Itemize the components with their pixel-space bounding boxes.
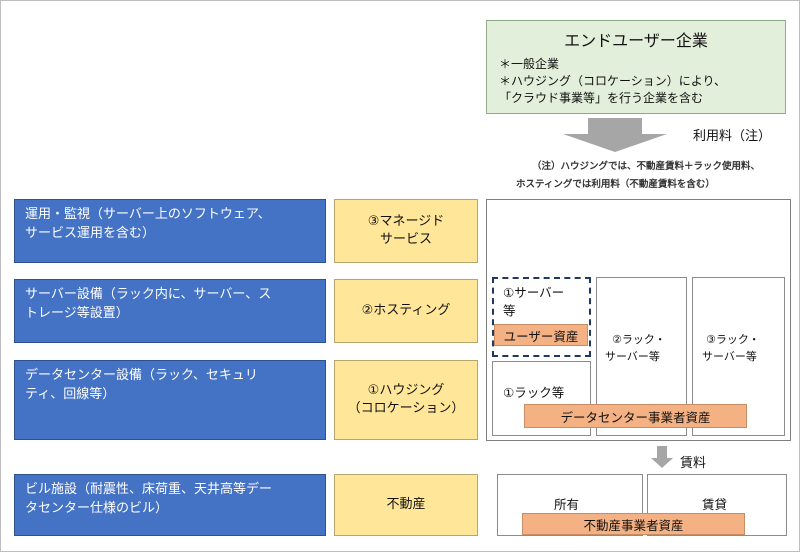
- end-user-title: エンドユーザー企業: [564, 31, 708, 50]
- fee-note-line-2: ホスティングでは利用料（不動産賃料を含む）: [516, 179, 715, 190]
- user-asset-label: ユーザー資産: [494, 324, 588, 346]
- layer-server-line-2: トレージ等設置）: [25, 306, 129, 321]
- user-server-line-2: 等: [503, 303, 516, 318]
- service-hosting-label: ②ホスティング: [361, 303, 451, 318]
- end-user-line-3: 「クラウド事業等」を行う企業を含む: [499, 91, 704, 105]
- layer-datacenter-line-1: データセンター設備（ラック、セキュリ: [25, 368, 258, 383]
- end-user-line-1: ＊一般企業: [499, 57, 560, 71]
- layer-server-box: サーバー設備（ラック内に、サーバー、ス トレージ等設置）: [14, 279, 326, 343]
- fee-arrow-head: [563, 134, 667, 152]
- layer-building-box: ビル施設（耐震性、床荷重、天井高等デー タセンター仕様のビル）: [14, 474, 326, 536]
- building-leased-label: 賃貸: [702, 497, 728, 512]
- fee-label: 利用料（注）: [693, 129, 772, 144]
- rack-server-2-line-1: ②ラック・: [612, 333, 666, 346]
- rack-server-2-line-2: サーバー等: [605, 350, 660, 363]
- operator-asset-label: データセンター事業者資産: [524, 404, 747, 428]
- service-real-estate-box: 不動産: [334, 474, 478, 536]
- end-user-line-2: ＊ハウジング（コロケーション）により、: [499, 74, 727, 88]
- layer-datacenter-line-2: ティ、回線等）: [25, 387, 116, 402]
- rack-box-1-label: ①ラック等: [503, 385, 565, 400]
- layer-server-line-1: サーバー設備（ラック内に、サーバー、ス: [25, 287, 272, 302]
- building-owned-label: 所有: [554, 497, 580, 512]
- real-estate-asset-label: 不動産事業者資産: [522, 513, 745, 535]
- rent-arrow-shaft: [657, 446, 667, 458]
- user-server-line-1: ①サーバー: [503, 285, 565, 300]
- service-housing-box: ①ハウジング （コロケーション）: [334, 360, 478, 440]
- layer-building-line-2: タセンター仕様のビル）: [25, 501, 169, 516]
- service-managed-line-2: サービス: [379, 232, 432, 247]
- layer-operation-line-1: 運用・監視（サーバー上のソフトウェア、: [25, 207, 271, 222]
- service-real-estate-label: 不動産: [386, 497, 426, 512]
- rack-server-3-line-2: サーバー等: [702, 350, 757, 363]
- layer-building-line-1: ビル施設（耐震性、床荷重、天井高等デー: [25, 482, 273, 497]
- rent-arrow-head: [651, 458, 673, 468]
- rent-label: 賃料: [680, 456, 707, 471]
- service-housing-line-1: ①ハウジング: [367, 383, 445, 398]
- service-managed-box: ③マネージド サービス: [334, 199, 478, 263]
- service-managed-line-1: ③マネージド: [367, 214, 445, 229]
- layer-operation-line-2: サービス運用を含む）: [25, 226, 156, 241]
- rack-server-3-line-1: ③ラック・: [706, 333, 760, 346]
- service-hosting-box: ②ホスティング: [334, 279, 478, 343]
- fee-arrow-shaft: [588, 118, 642, 134]
- fee-note-line-1: （注）ハウジングでは、不動産賃料＋ラック使用料、: [532, 161, 761, 172]
- layer-datacenter-box: データセンター設備（ラック、セキュリ ティ、回線等）: [14, 360, 326, 440]
- service-housing-line-2: （コロケーション）: [347, 401, 465, 416]
- end-user-company-box: エンドユーザー企業 ＊一般企業 ＊ハウジング（コロケーション）により、 「クラウ…: [486, 20, 786, 114]
- layer-operation-box: 運用・監視（サーバー上のソフトウェア、 サービス運用を含む）: [14, 199, 326, 263]
